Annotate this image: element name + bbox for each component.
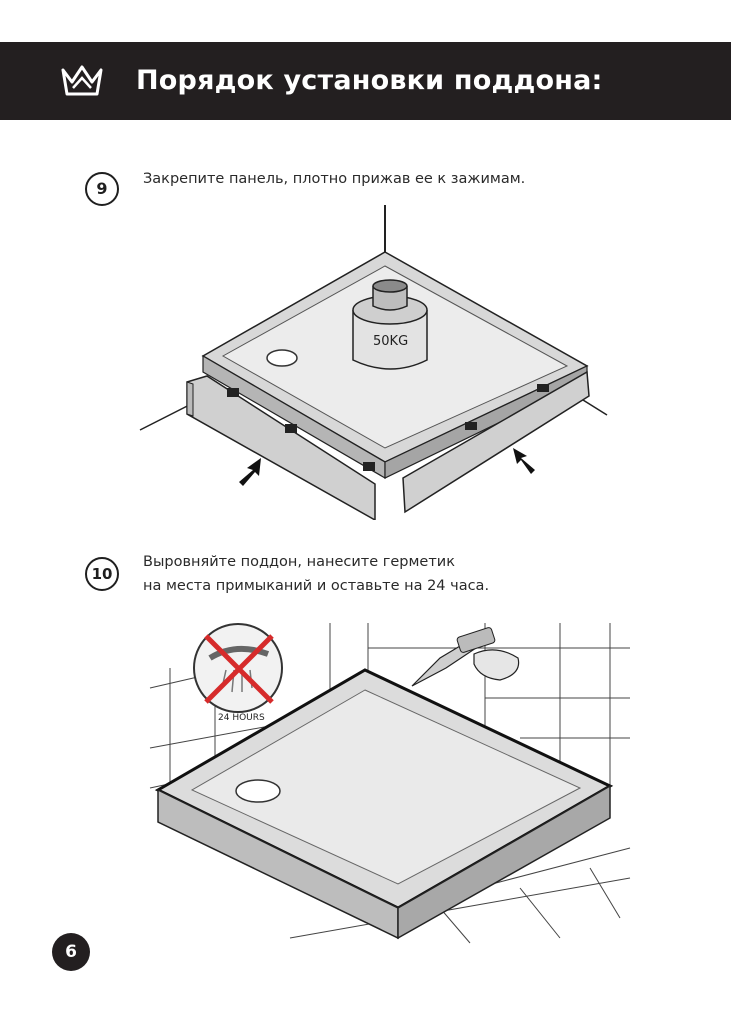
no-water-warning-icon (193, 623, 283, 713)
clip (285, 424, 297, 433)
sealant-gun-icon (411, 627, 520, 687)
step-9-instruction: Закрепите панель, плотно прижав ее к заж… (143, 167, 525, 191)
clip (227, 388, 239, 397)
clip (363, 462, 375, 471)
push-arrow-icon (513, 448, 535, 474)
weight-icon (352, 279, 428, 370)
step-10-line-1: Выровняйте поддон, нанесите герметик (143, 554, 455, 570)
step-9-illustration: 50KG (139, 205, 608, 520)
warning-label: 24 HOURS (218, 713, 265, 723)
front-panel-right (402, 370, 590, 514)
header-bar: Порядок установки поддона: (0, 42, 731, 120)
clip (465, 422, 477, 430)
page-title: Порядок установки поддона: (136, 65, 603, 96)
push-arrow-icon (239, 458, 261, 486)
step-10-illustration: 24 HOURS (149, 623, 631, 944)
clip (537, 384, 549, 392)
step-10-instruction: Выровняйте поддон, нанесите герметик на … (143, 550, 489, 598)
step-10-line-2: на места примыканий и оставьте на 24 час… (143, 578, 490, 594)
step-9-number: 9 (85, 172, 119, 206)
weight-label: 50KG (373, 334, 408, 349)
step-9-line-1: Закрепите панель, плотно прижав ее к заж… (143, 171, 526, 187)
step-10-number: 10 (85, 557, 119, 591)
crown-icon (61, 65, 103, 96)
page-number: 6 (52, 933, 90, 971)
drain-hole (266, 349, 298, 367)
drain-hole (235, 779, 281, 803)
